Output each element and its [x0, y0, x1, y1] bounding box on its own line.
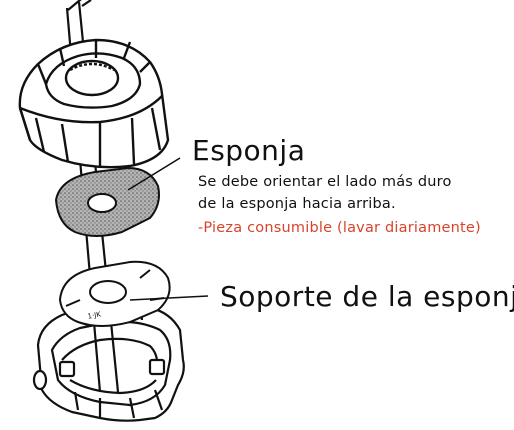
sponge-disc — [54, 166, 160, 237]
svg-text:1·JK: 1·JK — [87, 310, 102, 320]
sponge-holder-ring: 1·JK — [58, 260, 171, 327]
sponge-note-line1: Se debe orientar el lado más duro — [198, 174, 452, 190]
holder-title: Soporte de la esponja — [220, 280, 514, 313]
sponge-consumable-note: -Pieza consumible (lavar diariamente) — [198, 220, 481, 236]
leader-lines — [127, 157, 209, 301]
sponge-note-line2: de la esponja hacia arriba. — [198, 196, 396, 212]
cap-cone — [18, 38, 170, 169]
sponge-leader-line — [127, 157, 181, 191]
sponge-title: Esponja — [192, 134, 306, 167]
holder-leader-line — [129, 295, 209, 301]
